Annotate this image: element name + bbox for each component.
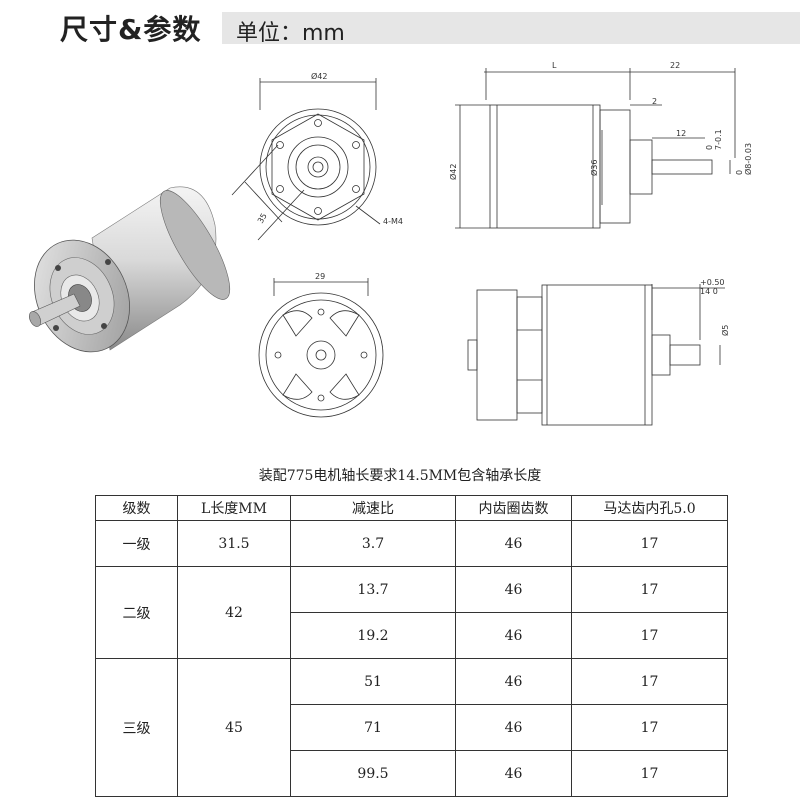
cell-teeth: 46 bbox=[455, 520, 572, 567]
cell-stage: 三级 bbox=[95, 658, 178, 797]
cell-ratio: 99.5 bbox=[290, 750, 456, 797]
unit-label: 单位：mm bbox=[236, 21, 345, 46]
cell-ratio: 51 bbox=[290, 658, 456, 705]
cell-stage: 一级 bbox=[95, 520, 178, 567]
table-row: 71 46 17 bbox=[96, 704, 728, 751]
cell-teeth: 46 bbox=[455, 612, 572, 659]
table-row: 19.2 46 17 bbox=[96, 612, 728, 659]
dim-22: 22 bbox=[670, 61, 680, 70]
cell-ratio: 3.7 bbox=[290, 520, 456, 567]
cell-stage: 二级 bbox=[95, 566, 178, 659]
dim-phi42-front: Ø42 bbox=[311, 71, 327, 81]
header-teeth: 内齿圈齿数 bbox=[455, 495, 572, 521]
front-view-gearbox bbox=[231, 78, 381, 241]
dim-phi36: Ø36 bbox=[589, 160, 599, 176]
table-row: 二级 42 13.7 46 17 bbox=[95, 566, 728, 659]
header-stage: 级数 bbox=[95, 495, 178, 521]
dim-L: L bbox=[552, 61, 557, 70]
rear-view-motor bbox=[258, 278, 384, 418]
dim-12: 12 bbox=[676, 129, 686, 138]
cell-ratio: 13.7 bbox=[290, 566, 456, 613]
cell-bore: 17 bbox=[571, 658, 728, 705]
cell-teeth: 46 bbox=[455, 658, 572, 705]
cell-teeth: 46 bbox=[455, 566, 572, 613]
cell-bore: 17 bbox=[571, 704, 728, 751]
spec-table: 级数 L长度MM 减速比 内齿圈齿数 马达齿内孔5.0 一级 31.5 3.7 … bbox=[95, 495, 728, 797]
motor-render bbox=[29, 186, 230, 353]
caption: 装配775电机轴长要求14.5MM包含轴承长度 bbox=[258, 468, 542, 484]
page-title: 尺寸&参数 bbox=[60, 13, 202, 46]
cell-bore: 17 bbox=[571, 750, 728, 797]
header-length: L长度MM bbox=[177, 495, 291, 521]
cell-ratio: 71 bbox=[290, 704, 456, 751]
cell-length: 31.5 bbox=[177, 520, 291, 567]
dim-tol-len: 07-0.1 bbox=[705, 129, 723, 150]
cell-teeth: 46 bbox=[455, 750, 572, 797]
dim-phi42-side: Ø42 bbox=[448, 164, 458, 180]
header-bore: 马达齿内孔5.0 bbox=[571, 495, 728, 521]
side-view-bottom bbox=[467, 284, 725, 426]
cell-bore: 17 bbox=[571, 566, 728, 613]
cell-bore: 17 bbox=[571, 612, 728, 659]
dim-2: 2 bbox=[652, 97, 657, 106]
cell-teeth: 46 bbox=[455, 704, 572, 751]
cell-bore: 17 bbox=[571, 520, 728, 567]
dim-phi5: Ø5 bbox=[720, 325, 730, 336]
cell-length: 42 bbox=[177, 566, 291, 659]
dim-35: 35 bbox=[256, 212, 269, 225]
dim-tol-dia: 0Ø8-0.03 bbox=[735, 143, 753, 175]
table-row: 99.5 46 17 bbox=[96, 750, 728, 797]
dim-holes: 4-M4 bbox=[383, 217, 403, 226]
header-ratio: 减速比 bbox=[290, 495, 456, 521]
table-row: 三级 45 51 46 17 bbox=[95, 658, 728, 797]
technical-drawing: Ø42 35 4-M4 29 bbox=[29, 61, 753, 426]
table-header-row: 级数 L长度MM 减速比 内齿圈齿数 马达齿内孔5.0 bbox=[95, 495, 728, 521]
dim-29: 29 bbox=[315, 272, 325, 281]
unit-bar: 单位：mm bbox=[222, 12, 800, 46]
cell-ratio: 19.2 bbox=[290, 612, 456, 659]
table-row: 一级 31.5 3.7 46 17 bbox=[95, 520, 728, 567]
side-view-top bbox=[455, 68, 736, 229]
cell-length: 45 bbox=[177, 658, 291, 797]
